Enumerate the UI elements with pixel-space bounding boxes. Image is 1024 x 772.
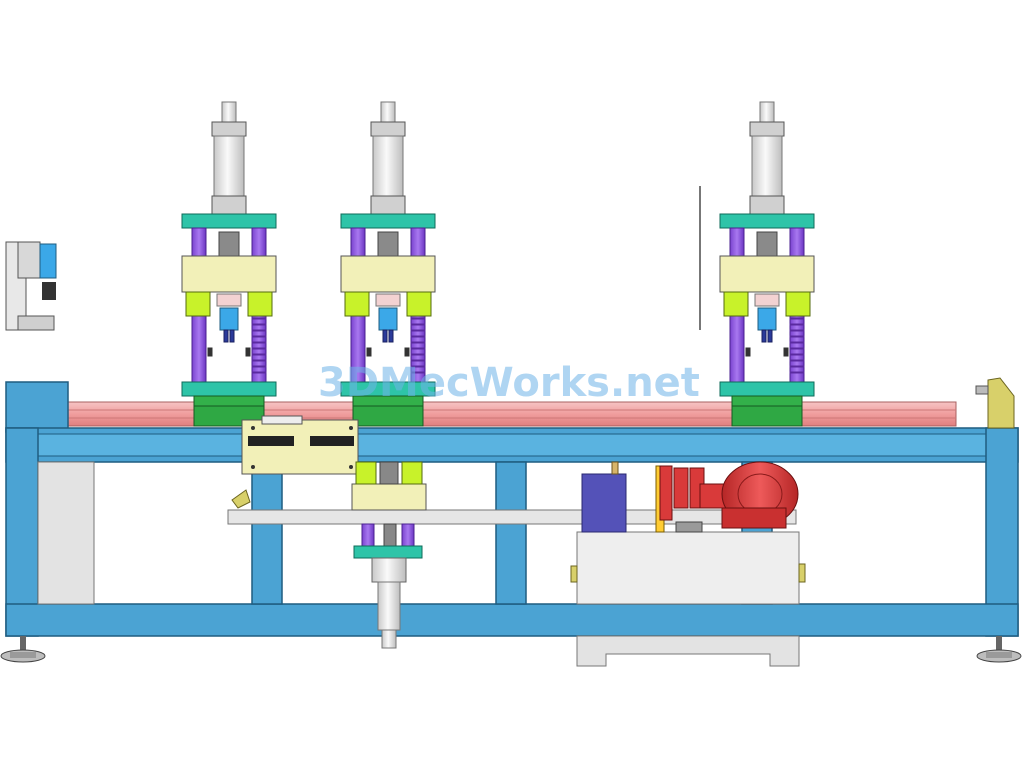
- press-cylinder-icon: [751, 135, 783, 199]
- press-heads: [181, 101, 815, 427]
- press-head-1: [181, 101, 277, 427]
- control-box: [241, 415, 359, 475]
- levelling-feet: [0, 636, 1022, 663]
- press-head-2: [340, 101, 436, 427]
- press-cylinder-icon: [213, 135, 245, 199]
- lower-press-unit: [351, 461, 427, 649]
- press-cylinder-icon: [377, 581, 401, 631]
- side-clamp-unit: [5, 241, 57, 331]
- hydraulic-station: [570, 461, 806, 667]
- press-head-3: [719, 101, 815, 427]
- middle-shelf: [227, 489, 797, 525]
- press-cylinder-icon: [372, 135, 404, 199]
- clamp-icon: [39, 243, 57, 279]
- end-stop-bracket: [975, 377, 1015, 429]
